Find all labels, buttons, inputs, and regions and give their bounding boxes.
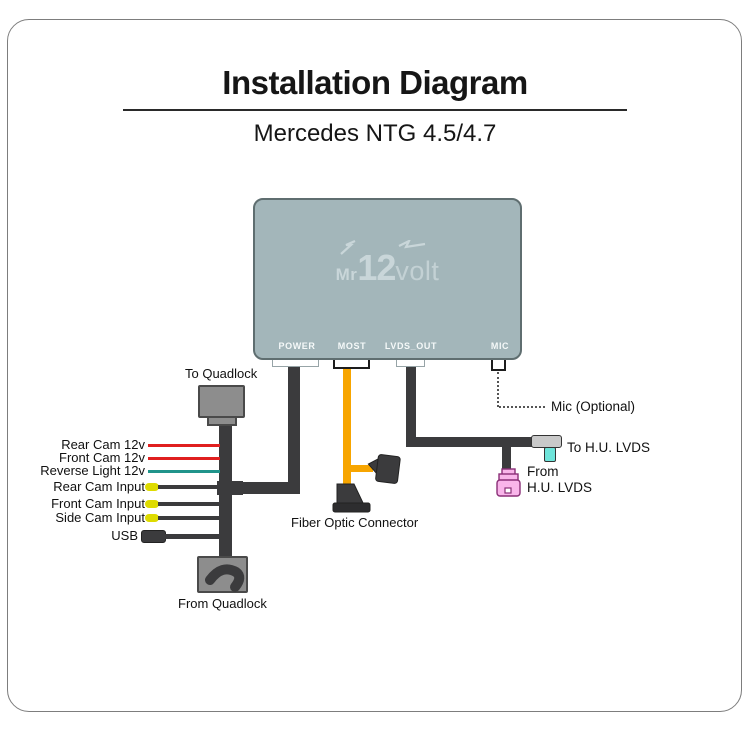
page-subtitle: Mercedes NTG 4.5/4.7 [253,120,497,147]
lvds-cable-branch [502,445,511,473]
title-divider [123,109,627,111]
lightning-left-icon [340,240,356,255]
wire-front-cam-input [158,502,220,506]
port-label-mic: MIC [490,341,510,351]
logo-prefix: Mr [335,265,358,284]
lightning-right-icon [398,240,426,249]
wire-side-cam-input [158,516,220,520]
port-label-lvds-out: LVDS_OUT [384,341,438,351]
wire-rear-cam-12v [148,444,220,447]
mic-dotted-line-horizontal [499,406,545,408]
most-fiber-cable-vertical [343,366,351,488]
page-title: Installation Diagram [222,64,528,101]
quadlock-bottom-connector [197,556,248,593]
mic-optional-label: Mic (Optional) [551,399,636,414]
wire-label-rear-cam-12v: Rear Cam 12v [61,437,145,452]
wire-rear-cam-input [158,485,220,489]
lvds-cable-horizontal [406,437,544,447]
wire-front-cam-12v [148,457,220,460]
to-hu-lvds-plug [544,447,556,462]
port-label-most: MOST [337,341,367,351]
lvds-cable-vertical [406,365,416,447]
wire-reverse-light-12v [148,470,220,473]
page-border [7,19,742,712]
quadlock-lever-icon [205,564,245,592]
wire-label-front-cam-12v: Front Cam 12v [59,450,145,465]
to-quadlock-label: To Quadlock [185,366,258,381]
logo-suffix: volt [395,256,440,286]
power-cable-horizontal [228,482,300,494]
logo-number: 12 [357,247,396,288]
side-cam-input-connector [145,514,159,522]
front-cam-input-connector [145,500,159,508]
usb-label: USB [111,528,138,543]
usb-wire [164,534,220,539]
most-fiber-cable-branch [347,465,373,472]
to-hu-lvds-label: To H.U. LVDS [567,440,651,455]
rear-cam-input-connector [145,483,159,491]
fiber-optic-connector-branch [367,454,401,484]
mic-dotted-line-vertical [497,372,499,407]
quadlock-top-connector [198,385,245,418]
port-label-power: POWER [278,341,316,351]
wire-label-reverse-light-12v: Reverse Light 12v [40,463,145,478]
quadlock-top-connector-stub [207,418,237,426]
fiber-optic-connector-main [332,483,371,513]
from-hu-lvds-connector [496,468,521,497]
wire-label-rear-cam-input: Rear Cam Input [53,479,145,494]
wire-label-side-cam-input: Side Cam Input [55,510,145,525]
fiber-optic-connector-label: Fiber Optic Connector [291,515,419,530]
from-hu-lvds-label-line2: H.U. LVDS [527,480,593,495]
from-hu-lvds-label-line1: From [527,464,559,479]
wire-label-front-cam-input: Front Cam Input [51,496,145,511]
power-cable-vertical [288,365,300,494]
usb-connector [141,530,166,543]
cable-junction [217,481,243,495]
from-quadlock-label: From Quadlock [178,596,267,611]
